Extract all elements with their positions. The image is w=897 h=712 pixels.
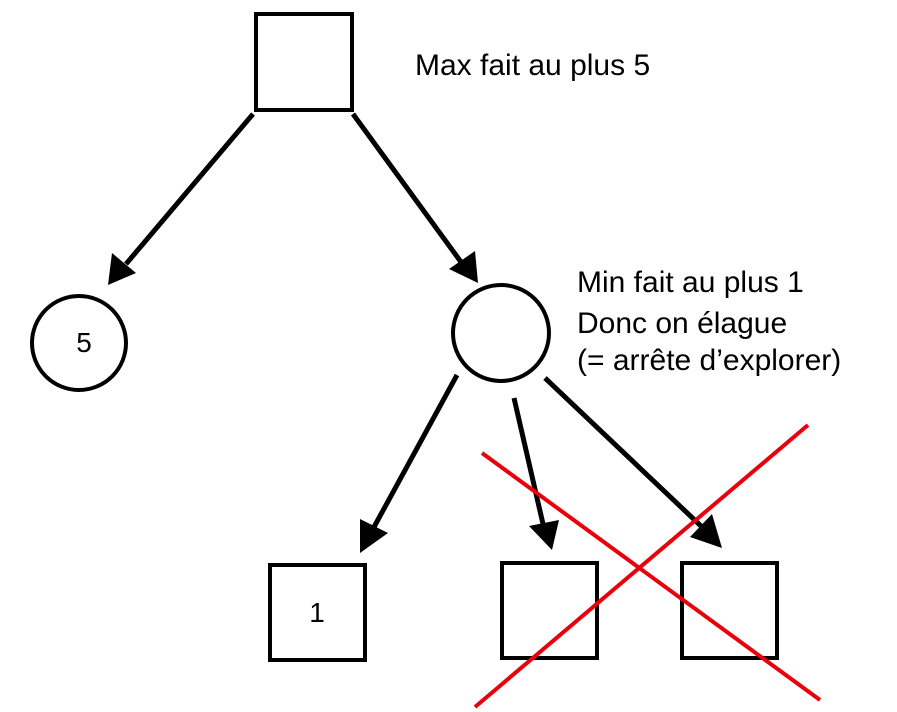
node-leaf-a: 1 bbox=[268, 563, 367, 662]
node-value: 1 bbox=[309, 597, 325, 628]
node-left-min: 5 bbox=[30, 294, 128, 392]
arrowhead bbox=[108, 253, 136, 285]
min-annotation-line-3: (= arrête d’explorer) bbox=[577, 344, 841, 377]
min-circle bbox=[451, 283, 551, 383]
prune-cross-line bbox=[480, 451, 822, 702]
edges bbox=[108, 112, 722, 553]
edge-root-to-left-min bbox=[108, 112, 255, 285]
node-right-min bbox=[451, 283, 551, 383]
arrowhead bbox=[360, 519, 388, 553]
arrowhead bbox=[690, 514, 722, 548]
max-annotation: Max fait au plus 5 bbox=[415, 49, 650, 82]
min-annotation-line-2: Donc on élague bbox=[577, 307, 787, 340]
prune-cross bbox=[473, 423, 822, 709]
edge-root-to-right-min bbox=[350, 112, 478, 283]
node-root bbox=[254, 12, 354, 112]
max-square bbox=[254, 12, 354, 112]
prune-cross-line bbox=[473, 423, 810, 709]
edge-right-min-to-leaf-b bbox=[511, 397, 559, 550]
node-value: 5 bbox=[76, 327, 92, 358]
edge-right-min-to-leaf-a bbox=[360, 373, 460, 553]
max-square bbox=[268, 563, 367, 662]
arrowhead bbox=[529, 520, 559, 550]
edge-right-min-to-leaf-c bbox=[543, 376, 722, 548]
min-annotation-line-1: Min fait au plus 1 bbox=[577, 266, 804, 299]
min-circle bbox=[30, 294, 128, 392]
arrowhead bbox=[449, 251, 478, 283]
